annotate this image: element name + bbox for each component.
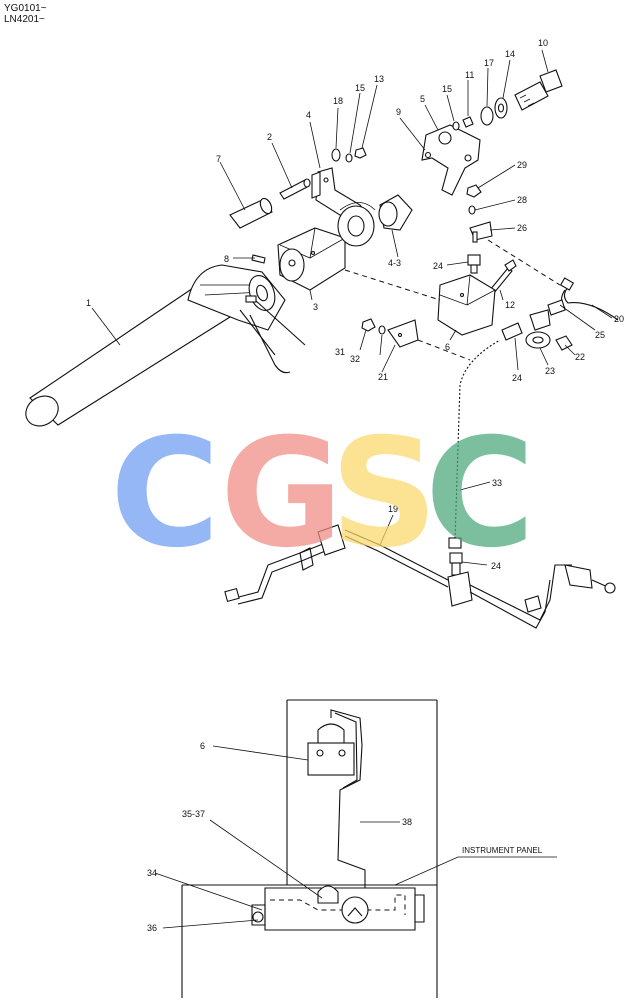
nut-part-29 [466,184,482,198]
label-38: 38 [402,817,412,827]
bolt-part-12 [489,259,517,294]
label-36: 36 [147,923,157,933]
label-1: 1 [86,298,91,308]
label-29: 29 [517,160,527,170]
watermark-letter-c2: C [425,407,535,581]
washer-part-17 [480,106,494,126]
label-instrument-panel: INSTRUMENT PANEL [462,846,543,855]
label-22: 22 [575,352,585,362]
bracket-part-21 [387,319,419,348]
label-24b: 24 [512,373,522,383]
label-11: 11 [465,70,474,80]
label-21: 21 [378,372,388,382]
label-2: 2 [267,132,272,142]
label-6-panel: 6 [200,741,205,751]
wiring-diagram: 6 35-37 38 34 36 INSTRUMENT PANEL [147,699,557,998]
label-24a: 24 [433,261,443,271]
label-4: 4 [306,110,311,120]
part-labels-upper: 1 2 3 4 4-3 5 6 7 8 9 10 11 12 13 14 15 … [86,38,624,571]
label-23: 23 [545,366,555,376]
fitting-part-26 [469,221,493,243]
label-13: 13 [374,74,384,84]
label-25: 25 [595,330,605,340]
label-24c: 24 [491,561,501,571]
panel-switch-part-6 [307,723,355,776]
label-6: 6 [445,342,450,352]
label-7: 7 [216,154,221,164]
watermark-letter-g: G [220,407,343,581]
watermark-cgsc: C G S C [110,407,535,581]
switch-box-part-6 [437,274,496,336]
label-31: 31 [335,347,345,357]
pin-part-2 [279,178,311,200]
cylinder-part-1 [25,264,306,427]
label-34: 34 [147,868,157,878]
label-20: 20 [614,314,624,324]
fitting-part-25 [547,299,566,316]
label-10: 10 [538,38,548,48]
label-9: 9 [396,107,401,117]
nut-part-13 [354,147,367,159]
bracket-part-5 [421,124,481,196]
washer-part-18 [331,148,341,162]
watermark-letter-c1: C [110,407,220,581]
label-35-37: 35-37 [182,809,205,819]
leader-lines-upper [91,49,613,566]
washer-part-28 [468,205,476,215]
cam-block-part-3 [277,227,346,291]
label-12: 12 [505,300,515,310]
label-17: 17 [484,58,494,68]
label-26: 26 [517,223,527,233]
washer-part-15b [452,121,460,131]
label-18: 18 [333,96,343,106]
fitting-part-24a [467,254,481,274]
label-15a: 15 [355,83,365,93]
watermark-letter-s: S [330,407,438,581]
bolt-part-11 [462,116,474,128]
label-8: 8 [224,254,229,264]
hose-part-33 [448,338,501,549]
serial-range-1: YG0101~ [4,3,47,14]
label-15b: 15 [442,84,452,94]
banjo-part-23 [525,309,551,349]
instrument-panel [251,885,425,931]
bolt-part-10 [514,69,563,111]
hose-part-20 [559,277,619,321]
pin-part-8 [251,254,266,264]
nut-part-31 [361,318,376,332]
label-14: 14 [505,49,515,59]
label-4-3: 4-3 [388,258,401,268]
fitting-part-24b [501,322,523,341]
serial-range-2: LN4201~ [4,14,45,25]
lever-part-4 [311,167,376,247]
bracket-part-22 [555,335,573,351]
label-28: 28 [517,195,527,205]
pipe-part-19 [224,524,616,629]
label-33: 33 [492,478,502,488]
label-32: 32 [350,354,360,364]
washer-part-15a [345,153,353,163]
sleeve-part-7 [229,197,273,229]
washer-part-32 [378,325,386,335]
label-19: 19 [388,504,398,514]
label-5: 5 [420,94,425,104]
washer-part-14 [494,97,508,119]
label-3: 3 [313,302,318,312]
roller-part-4-3 [378,194,413,231]
